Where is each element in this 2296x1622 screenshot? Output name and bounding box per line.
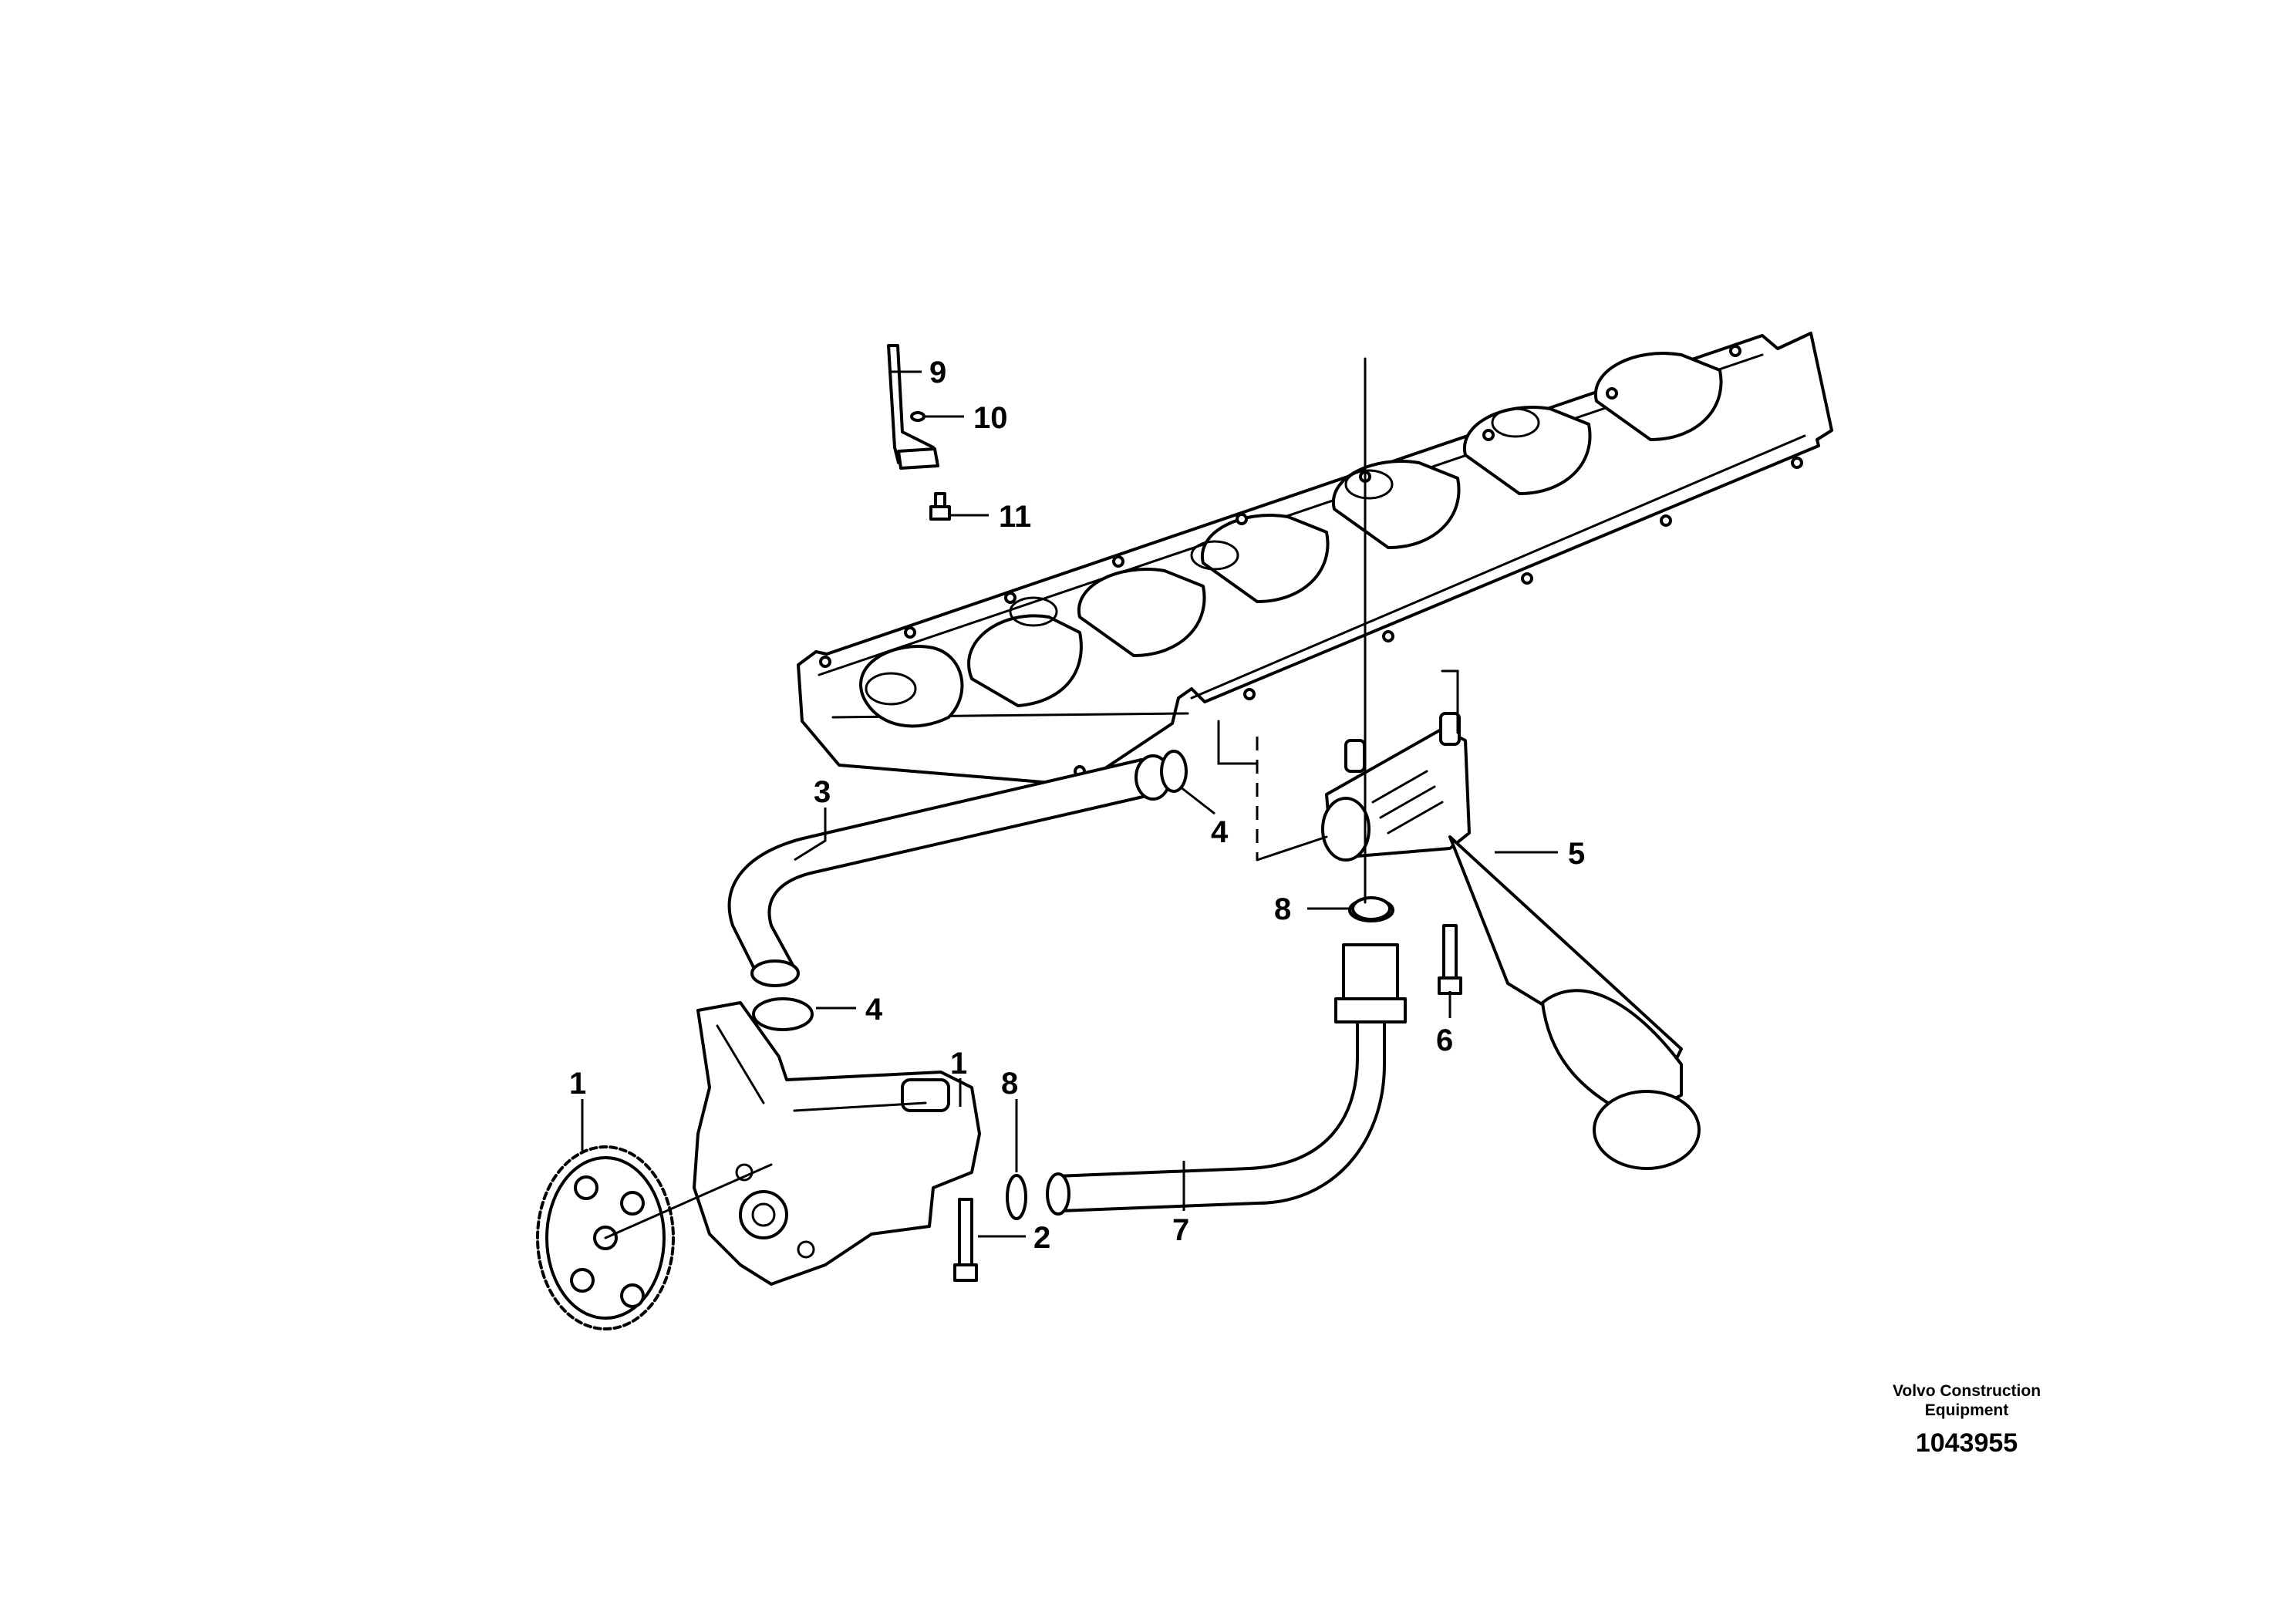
callouts: 1 1 2 3 4 4 5 6 7 8 8 9 10 11 [569, 356, 1585, 1255]
drive-gear [536, 1145, 773, 1330]
oil-pump-body [693, 1001, 981, 1286]
callout-4-upper: 4 [1211, 815, 1229, 849]
bolt-6 [1438, 924, 1462, 995]
suction-pipe [727, 754, 1172, 987]
callout-7: 7 [1172, 1213, 1189, 1247]
o-ring-lower [752, 997, 814, 1031]
callout-5: 5 [1568, 837, 1585, 871]
callout-3: 3 [814, 775, 831, 809]
callout-6: 6 [1436, 1023, 1453, 1057]
o-ring-upper [1160, 750, 1188, 793]
callout-1-gear: 1 [569, 1067, 586, 1101]
drawing-number: 1043955 [1915, 1428, 2018, 1458]
oil-strainer [1321, 712, 1701, 1170]
gasket-plate [797, 332, 1833, 787]
seal-lower [1006, 1174, 1027, 1220]
callout-2: 2 [1033, 1221, 1050, 1255]
callout-9: 9 [929, 356, 946, 389]
reference-brackets [1217, 669, 1459, 862]
brand-name-line1: Volvo Construction [1892, 1382, 2041, 1400]
seal-upper [1351, 896, 1391, 921]
callout-10: 10 [973, 401, 1008, 435]
leader-lines [581, 370, 1558, 1238]
strainer-seal-ring [1593, 1090, 1701, 1170]
callout-11: 11 [999, 500, 1031, 534]
callout-8-upper: 8 [1274, 892, 1291, 926]
callout-1-pump: 1 [950, 1047, 967, 1081]
bolt-2 [953, 1198, 978, 1282]
brand-name-line2: Equipment [1924, 1401, 2009, 1419]
callout-4-lower: 4 [865, 993, 883, 1027]
pressure-pipe [1046, 898, 1407, 1216]
dipstick-bracket [887, 344, 951, 521]
callout-8-lower: 8 [1001, 1067, 1018, 1101]
